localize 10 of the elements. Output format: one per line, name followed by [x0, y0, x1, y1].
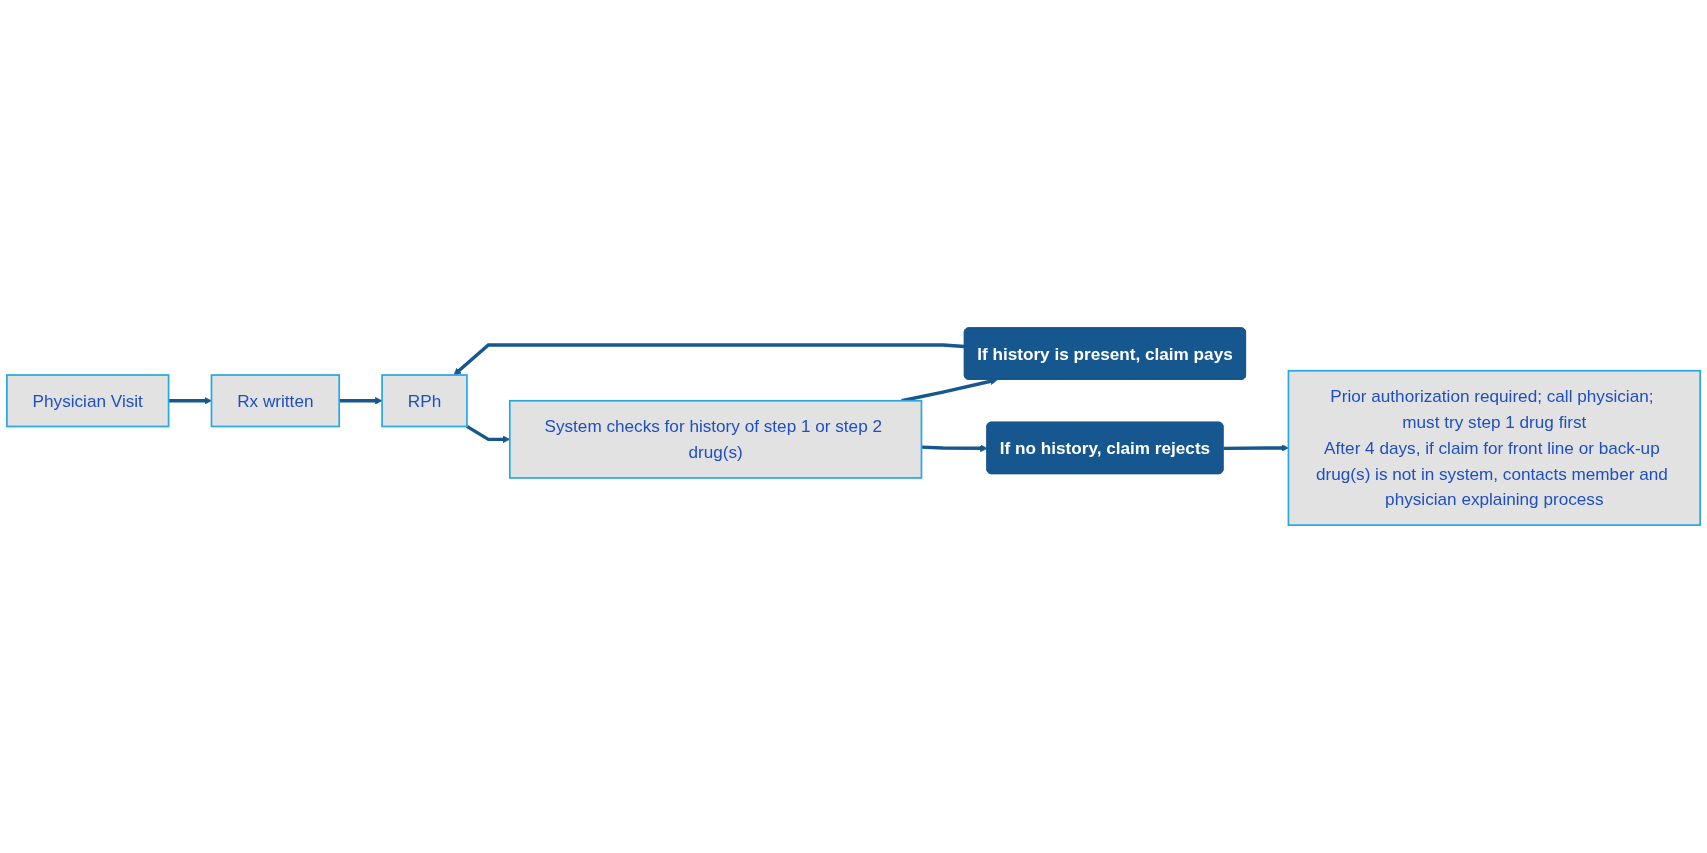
arrow	[339, 397, 383, 405]
arrow	[921, 444, 988, 453]
arrow	[453, 343, 965, 376]
node-box: Prior authorization required; call physician; must try step 1 drug first After 4 days, if claim for front line or back-up drug(s) is not in system, contacts member and physician explaining process	[1287, 369, 1701, 526]
arrow	[1223, 444, 1289, 452]
node-box: System checks for history of step 1 or step 2 drug(s)	[508, 399, 923, 479]
node-box: RPh	[381, 374, 468, 428]
node-box: Physician Visit	[6, 374, 170, 428]
arrow	[168, 397, 212, 405]
node-box: Rx written	[210, 374, 341, 428]
